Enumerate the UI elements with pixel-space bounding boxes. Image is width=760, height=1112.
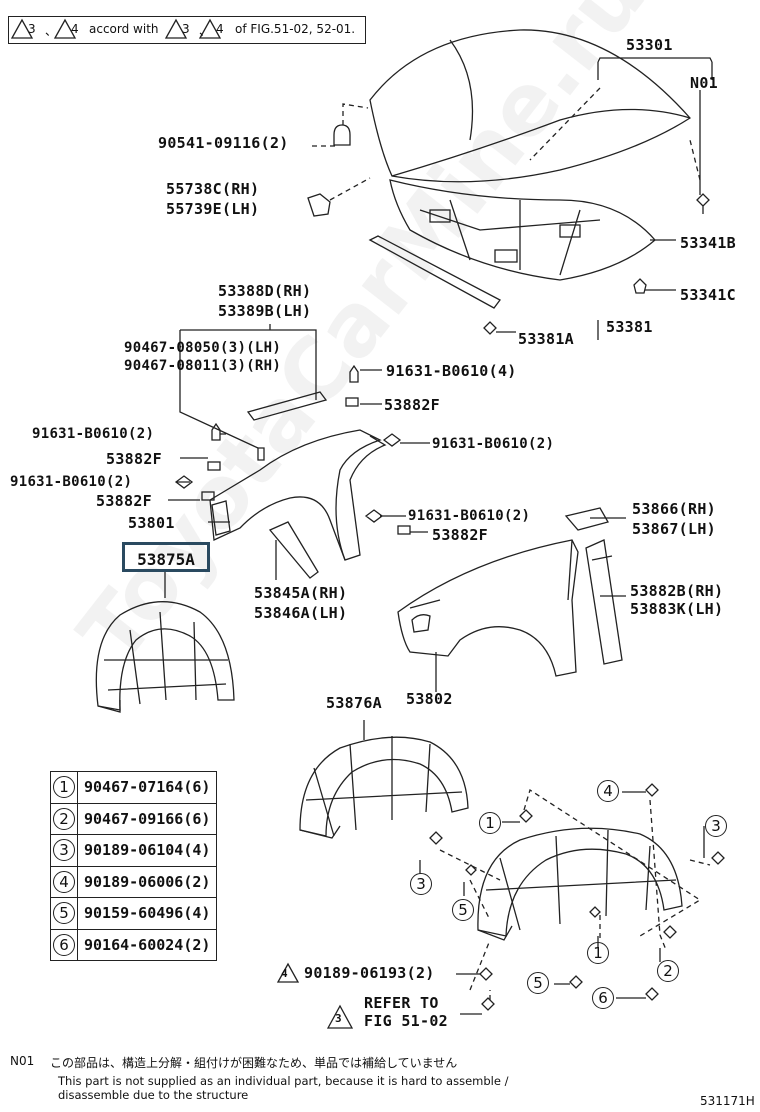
label-53389b: 53389B(LH)	[218, 302, 312, 320]
label-91631-2-d: 91631-B0610(2)	[408, 508, 531, 524]
figure-code: 531171H	[700, 1094, 755, 1108]
circled-number: 1	[53, 776, 75, 799]
wheel-liner-53802-area	[477, 827, 683, 941]
wheel-liner-53875a	[95, 601, 235, 713]
legend-part: 90467-09166(6)	[76, 802, 218, 835]
label-53846a: 53846A(LH)	[254, 604, 348, 622]
label-91631-2-a: 91631-B0610(2)	[32, 426, 155, 442]
circled-number: 2	[53, 807, 75, 830]
circled-number: 3	[53, 839, 75, 862]
label-refer-fig: FIG 51-02	[364, 1012, 448, 1030]
triangle-icon	[276, 962, 300, 983]
callout-5: 5	[452, 899, 474, 921]
triangle-icon	[198, 18, 222, 39]
callout-5: 5	[527, 972, 549, 994]
label-53341b: 53341B	[680, 234, 736, 252]
label-53301: 53301	[626, 36, 673, 54]
front-fender	[397, 539, 579, 677]
triangle-icon	[164, 18, 188, 39]
triangle-num: 3	[28, 22, 36, 36]
label-53875a-highlighted[interactable]: 53875A	[122, 542, 210, 572]
note-text: accord with	[89, 22, 159, 36]
triangle-num: 3	[182, 22, 190, 36]
label-53867: 53867(LH)	[632, 520, 716, 538]
label-90467-08050: 90467-08050(3)(LH)	[124, 340, 282, 356]
label-53883k: 53883K(LH)	[630, 600, 724, 618]
legend-part: 90189-06104(4)	[76, 834, 218, 867]
label-n01: N01	[690, 74, 718, 92]
triangle-icon	[53, 18, 77, 39]
legend-part: 90467-07164(6)	[76, 771, 218, 804]
legend-part: 90189-06006(2)	[76, 865, 218, 898]
label-53882f-d: 53882F	[432, 526, 488, 544]
footer-english-note-1: This part is not supplied as an individu…	[58, 1074, 509, 1088]
label-53341c: 53341C	[680, 286, 736, 304]
label-55739e: 55739E(LH)	[166, 200, 260, 218]
legend-part: 90159-60496(4)	[76, 897, 218, 930]
label-53381: 53381	[606, 318, 653, 336]
triangle-num: 3	[335, 1012, 342, 1025]
fender-bracket	[585, 539, 623, 665]
label-53882f-a: 53882F	[384, 396, 440, 414]
label-53882f-c: 53882F	[96, 492, 152, 510]
callout-1: 1	[479, 812, 501, 834]
hood-seal	[368, 235, 501, 309]
label-55738c: 55738C(RH)	[166, 180, 260, 198]
label-refer-to: REFER TO	[364, 994, 439, 1012]
callout-3: 3	[410, 873, 432, 895]
label-91631-4: 91631-B0610(4)	[386, 362, 517, 380]
label-53802: 53802	[406, 690, 453, 708]
label-53801: 53801	[128, 514, 175, 532]
callout-6: 6	[592, 987, 614, 1009]
triangle-num: 4	[71, 22, 79, 36]
label-90189-06193: 90189-06193(2)	[304, 964, 435, 982]
triangle-num: 4	[216, 22, 224, 36]
header-note: 3 、 4 accord with 3 、 4 of FIG.51-02, 52…	[8, 16, 366, 44]
callout-2: 2	[657, 960, 679, 982]
label-91631-2-c: 91631-B0610(2)	[10, 474, 133, 490]
legend-part: 90164-60024(2)	[76, 928, 218, 961]
fender-apron	[209, 391, 387, 579]
label-53388d: 53388D(RH)	[218, 282, 312, 300]
label-90541: 90541-09116(2)	[158, 134, 289, 152]
label-53381a: 53381A	[518, 330, 574, 348]
footer-japanese-note: この部品は、構造上分解・組付けが困難なため、単品では補給していません	[50, 1056, 458, 1070]
callout-4: 4	[597, 780, 619, 802]
wheel-liner-53876a	[299, 720, 469, 839]
circled-number: 6	[53, 933, 75, 956]
label-90467-08011: 90467-08011(3)(RH)	[124, 358, 282, 374]
triangle-num: 4	[281, 967, 288, 980]
circled-number: 4	[53, 870, 75, 893]
callout-1: 1	[587, 942, 609, 964]
label-91631-2-b: 91631-B0610(2)	[432, 436, 555, 452]
label-53866: 53866(RH)	[632, 500, 716, 518]
label-53882b: 53882B(RH)	[630, 582, 724, 600]
label-53876a: 53876A	[326, 694, 382, 712]
triangle-icon	[326, 1004, 354, 1029]
footer-n01: N01	[10, 1054, 35, 1068]
hood-drawing	[369, 29, 691, 281]
callout-3: 3	[705, 815, 727, 837]
label-53882f-b: 53882F	[106, 450, 162, 468]
footer-english-note-2: disassemble due to the structure	[58, 1088, 249, 1102]
note-text: of FIG.51-02, 52-01.	[235, 22, 356, 36]
circled-number: 5	[53, 902, 75, 925]
label-53845a: 53845A(RH)	[254, 584, 348, 602]
triangle-icon	[10, 18, 34, 39]
